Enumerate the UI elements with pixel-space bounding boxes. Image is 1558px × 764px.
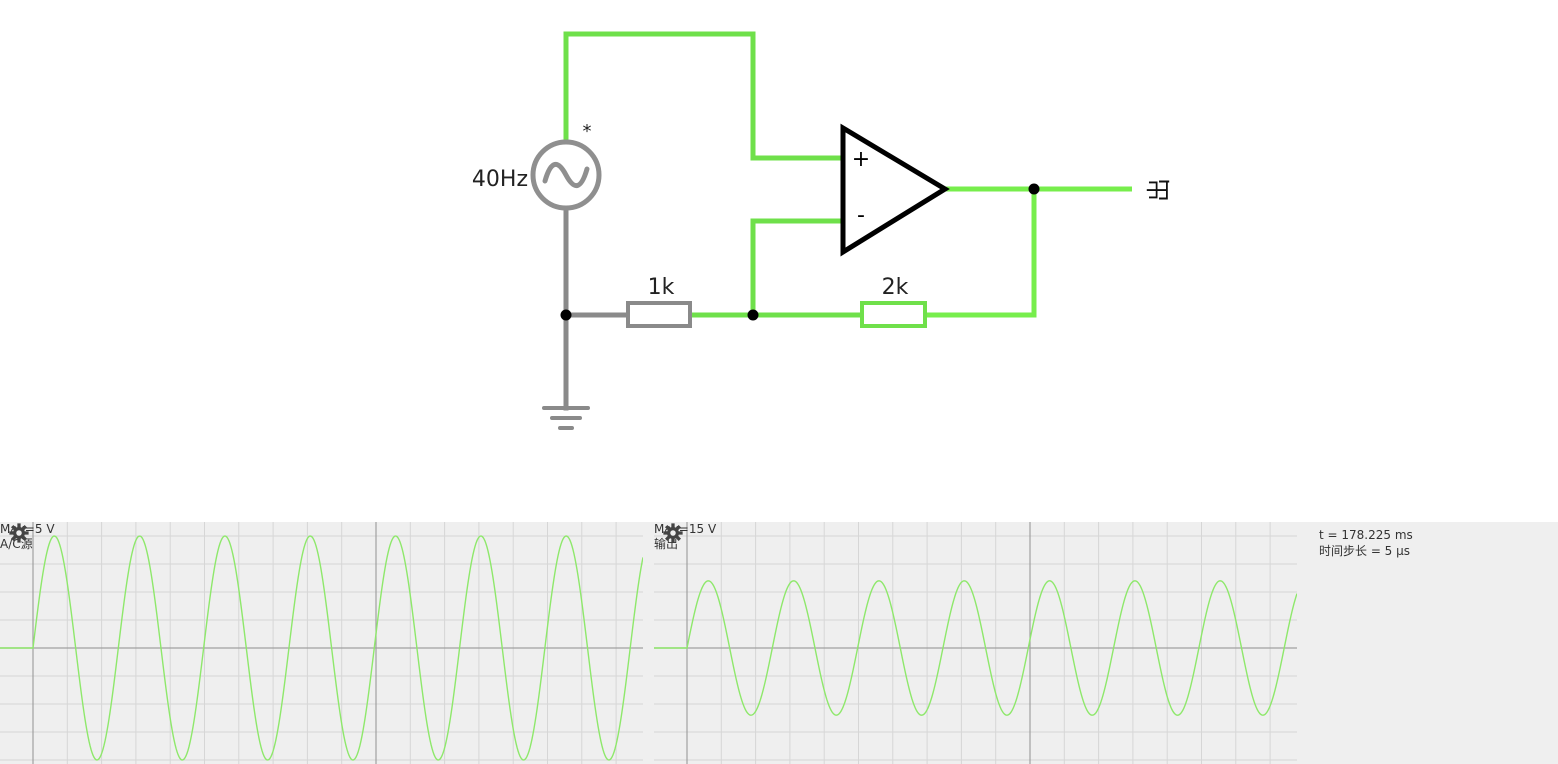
resistor-1k-label: 1k xyxy=(648,275,675,300)
resistor-2k-label: 2k xyxy=(882,275,909,300)
wire-feedback[interactable] xyxy=(925,189,1037,318)
gear-icon[interactable] xyxy=(662,522,684,544)
scope-trace xyxy=(0,535,643,761)
circuit-schematic[interactable]: 40Hz * 1k 2k + - 出 xyxy=(0,0,1558,500)
opamp-plus-label: + xyxy=(852,147,870,172)
sine-wave-icon xyxy=(542,162,590,188)
ac-source-circle[interactable] xyxy=(530,139,602,211)
opamp[interactable]: + - xyxy=(840,123,950,257)
simulation-timestep: 时间步长 = 5 μs xyxy=(1319,544,1411,558)
scope-panel: Max=5 V A/C源 Max=15 V 输出 xyxy=(0,522,1558,764)
source-marker: * xyxy=(583,121,592,142)
resistor-1k[interactable]: 1k xyxy=(626,275,692,328)
source-frequency-label: 40Hz xyxy=(472,167,528,192)
scope-axes xyxy=(654,522,1297,764)
scope-ac-source-plot[interactable] xyxy=(0,522,643,764)
scope-grid xyxy=(0,522,643,764)
scope-ac-source[interactable]: Max=5 V A/C源 xyxy=(0,522,643,764)
resistor-2k[interactable]: 2k xyxy=(860,275,927,328)
scope-trace xyxy=(654,580,1297,716)
ground-wires[interactable] xyxy=(563,207,631,411)
scope-output-plot[interactable] xyxy=(654,522,1297,764)
simulation-time: t = 178.225 ms xyxy=(1319,528,1413,542)
junction-node-minus[interactable] xyxy=(747,309,759,321)
junction-node-ground[interactable] xyxy=(560,309,572,321)
gear-icon[interactable] xyxy=(8,522,30,544)
opamp-minus-label: - xyxy=(857,203,865,228)
output-label: 出 xyxy=(1145,178,1173,202)
wire-node-to-minus[interactable] xyxy=(750,218,843,315)
scope-axes xyxy=(0,522,643,764)
junction-node-output[interactable] xyxy=(1028,183,1040,195)
ground-icon[interactable] xyxy=(542,406,590,430)
ac-source[interactable]: 40Hz * xyxy=(472,121,602,211)
scope-output[interactable]: Max=15 V 输出 xyxy=(654,522,1297,764)
wire-source-to-plus[interactable] xyxy=(563,31,843,161)
simulation-info: t = 178.225 ms 时间步长 = 5 μs xyxy=(1319,527,1413,559)
